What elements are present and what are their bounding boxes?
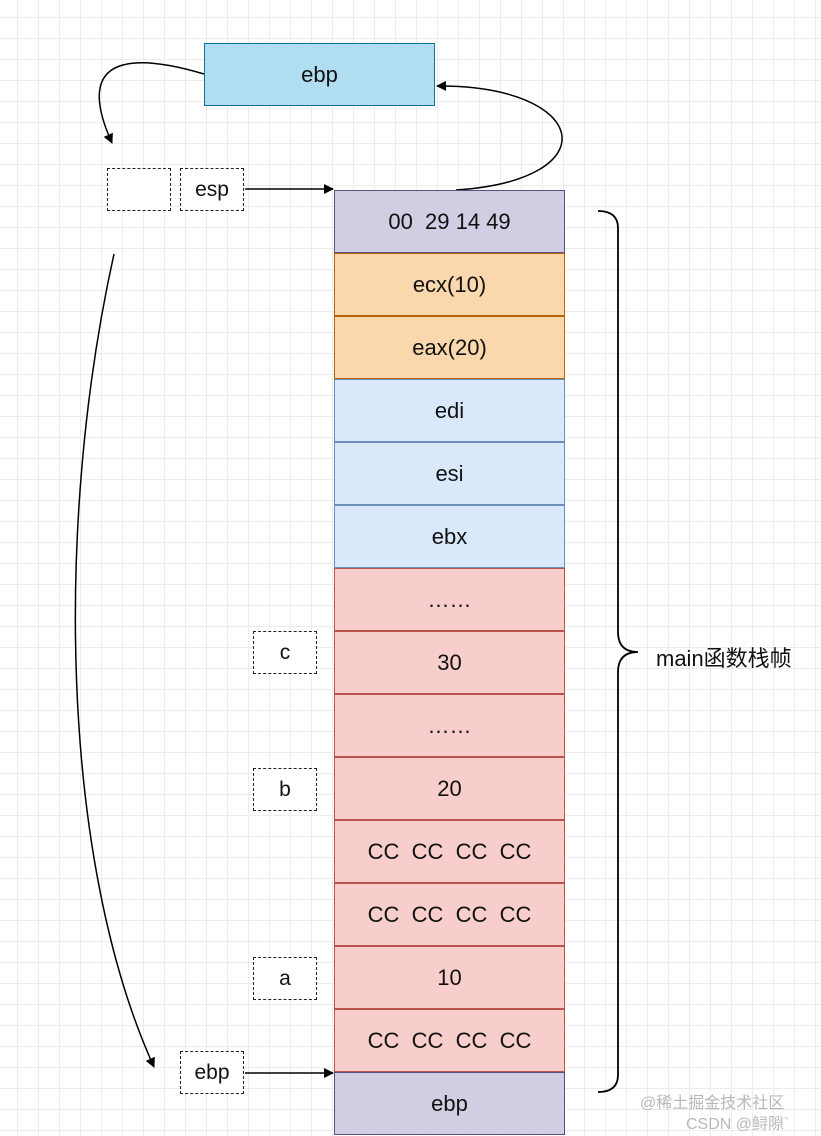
stack-cell: ecx(10) bbox=[334, 253, 565, 316]
arrow-ebp-to-slot bbox=[98, 62, 205, 144]
frame-brace bbox=[597, 210, 639, 1093]
stack-cell: 30 bbox=[334, 631, 565, 694]
stack-cell: CC CC CC CC bbox=[334, 820, 565, 883]
stack-cell: eax(20) bbox=[334, 316, 565, 379]
stack-cell: …… bbox=[334, 568, 565, 631]
variable-a-box: a bbox=[253, 957, 317, 1000]
stack-cell: 00 29 14 49 bbox=[334, 190, 565, 253]
watermark-line-1: @稀土掘金技术社区 bbox=[640, 1095, 785, 1112]
stack-cell: esi bbox=[334, 442, 565, 505]
variable-b-box: b bbox=[253, 768, 317, 811]
empty-slot-box bbox=[107, 168, 171, 211]
stack-cell: edi bbox=[334, 379, 565, 442]
stack-cell: 10 bbox=[334, 946, 565, 1009]
arrow-long-curve bbox=[74, 253, 155, 1068]
variable-c-box: c bbox=[253, 631, 317, 674]
stack-cell: 20 bbox=[334, 757, 565, 820]
esp-pointer-box: esp bbox=[180, 168, 244, 211]
stack-cell: ebp bbox=[334, 1072, 565, 1135]
stack-cell: ebx bbox=[334, 505, 565, 568]
stack-cell: CC CC CC CC bbox=[334, 1009, 565, 1072]
stack-cell: …… bbox=[334, 694, 565, 757]
watermark-line-2: CSDN @鲟隙` bbox=[686, 1116, 790, 1133]
stack-cell: CC CC CC CC bbox=[334, 883, 565, 946]
frame-label: main函数栈帧 bbox=[656, 646, 792, 671]
saved-ebp-box: ebp bbox=[204, 43, 435, 106]
ebp-pointer-box: ebp bbox=[180, 1051, 244, 1094]
arrow-stack-top-to-ebp bbox=[436, 80, 563, 191]
